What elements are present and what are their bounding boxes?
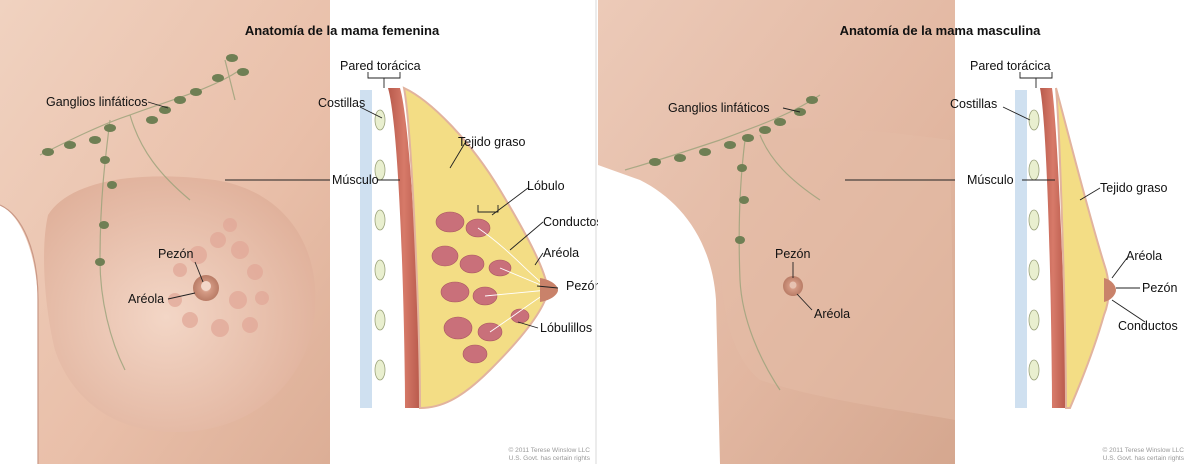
male-lymph-nodes-label: Ganglios linfáticos bbox=[668, 101, 769, 115]
female-areola-front-label: Aréola bbox=[128, 292, 164, 306]
female-panel: Anatomía de la mama femenina Pared torác… bbox=[0, 0, 603, 464]
female-ducts-label: Conductos bbox=[543, 215, 603, 229]
male-panel: Anatomía de la mama masculina Pared torá… bbox=[598, 0, 1187, 464]
male-muscle-label: Músculo bbox=[967, 173, 1014, 187]
female-title: Anatomía de la mama femenina bbox=[245, 23, 440, 38]
female-chest-wall-label: Pared torácica bbox=[340, 59, 421, 73]
male-title: Anatomía de la mama masculina bbox=[840, 23, 1042, 38]
female-credit-line1: © 2011 Terese Winslow LLC bbox=[508, 446, 590, 454]
female-nipple bbox=[201, 281, 211, 291]
female-fatty-tissue-label: Tejido graso bbox=[458, 135, 525, 149]
male-chest-wall-label: Pared torácica bbox=[970, 59, 1051, 73]
male-fatty-tissue-label: Tejido graso bbox=[1100, 181, 1167, 195]
male-nipple bbox=[790, 282, 797, 289]
female-nipple-front-label: Pezón bbox=[158, 247, 193, 261]
female-front-view bbox=[0, 0, 330, 464]
male-credit-line1: © 2011 Terese Winslow LLC bbox=[1102, 446, 1184, 454]
female-lobules-label: Lóbulillos bbox=[540, 321, 592, 335]
male-nipple-side-label: Pezón bbox=[1142, 281, 1177, 295]
male-rib-skin bbox=[1015, 90, 1027, 408]
male-ribs-label: Costillas bbox=[950, 97, 997, 111]
female-lymph-nodes-label: Ganglios linfáticos bbox=[46, 95, 147, 109]
male-nipple-front-label: Pezón bbox=[775, 247, 810, 261]
male-ducts-label: Conductos bbox=[1118, 319, 1178, 333]
female-muscle-label: Músculo bbox=[332, 173, 379, 187]
female-lobe-label: Lóbulo bbox=[527, 179, 565, 193]
male-areola-side-label: Aréola bbox=[1126, 249, 1162, 263]
female-ribs-label: Costillas bbox=[318, 96, 365, 110]
female-areola-side-label: Aréola bbox=[543, 246, 579, 260]
male-areola-front-label: Aréola bbox=[814, 307, 850, 321]
female-credit-line2: U.S. Govt. has certain rights bbox=[509, 455, 591, 462]
female-rib-skin bbox=[360, 90, 372, 408]
male-credit-line2: U.S. Govt. has certain rights bbox=[1103, 455, 1185, 462]
